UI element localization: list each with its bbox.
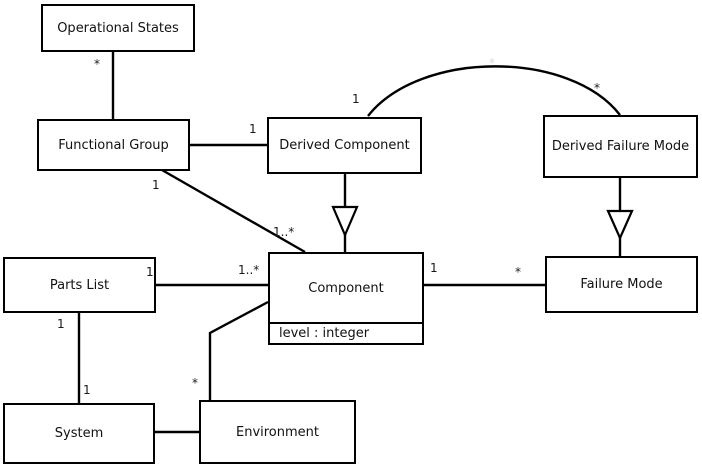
class-box-functional-group[interactable]: Functional Group <box>37 119 190 171</box>
class-name-derived-failure-mode: Derived Failure Mode <box>551 139 690 154</box>
class-box-operational-states[interactable]: Operational States <box>41 4 195 52</box>
multiplicity-mult-component-to-failuremode: 1 <box>430 261 438 275</box>
multiplicity-mult-environment-end: * <box>192 376 198 390</box>
class-box-derived-component[interactable]: Derived Component <box>267 117 422 174</box>
multiplicity-mult-system-to-partslist: 1 <box>83 383 91 397</box>
class-box-environment[interactable]: Environment <box>199 400 356 464</box>
class-box-derived-failure-mode[interactable]: Derived Failure Mode <box>543 115 698 178</box>
connector-component-environment <box>208 300 269 400</box>
class-box-failure-mode[interactable]: Failure Mode <box>545 256 698 313</box>
multiplicity-mult-partslist-end: 1 <box>146 265 154 279</box>
class-name-component: Component <box>308 280 384 296</box>
class-attribute-component-0: level : integer <box>270 322 422 343</box>
class-box-parts-list[interactable]: Parts List <box>3 257 156 313</box>
class-name-derived-component: Derived Component <box>279 138 410 153</box>
multiplicity-mult-fg-to-component: 1 <box>152 178 160 192</box>
multiplicity-mult-partslist-to-component: 1..* <box>238 263 260 277</box>
class-box-component[interactable]: Component level : integer <box>268 252 424 345</box>
multiplicity-mult-failuremode-end: * <box>515 265 521 279</box>
connector-functionalgroup-component <box>161 168 306 254</box>
class-name-operational-states: Operational States <box>57 20 179 36</box>
multiplicity-mult-derivedcomponent-arc: 1 <box>352 92 360 106</box>
class-name-system: System <box>54 426 104 441</box>
generalization-arrowhead-derivedcomponent-generalizes-component <box>331 205 359 238</box>
class-name-functional-group: Functional Group <box>58 137 169 153</box>
multiplicity-mult-derivedfailuremode-arc: * <box>594 81 600 95</box>
multiplicity-mult-arc-apex: * <box>489 56 495 70</box>
multiplicity-mult-partslist-to-system: 1 <box>57 317 65 331</box>
class-name-environment: Environment <box>235 424 319 440</box>
multiplicity-mult-opstates-to-fg: * <box>94 57 100 71</box>
generalization-arrowhead-derivedfailuremode-generalizes-failuremode <box>606 209 634 241</box>
class-box-system[interactable]: System <box>3 403 155 464</box>
connector-derivedcomponent-derivedfailuremode <box>367 65 621 117</box>
multiplicity-mult-fg-component-end: 1..* <box>273 225 295 239</box>
class-name-failure-mode: Failure Mode <box>580 277 663 292</box>
multiplicity-mult-fg-to-derivedcomponent: 1 <box>249 122 257 136</box>
class-name-parts-list: Parts List <box>49 277 110 293</box>
